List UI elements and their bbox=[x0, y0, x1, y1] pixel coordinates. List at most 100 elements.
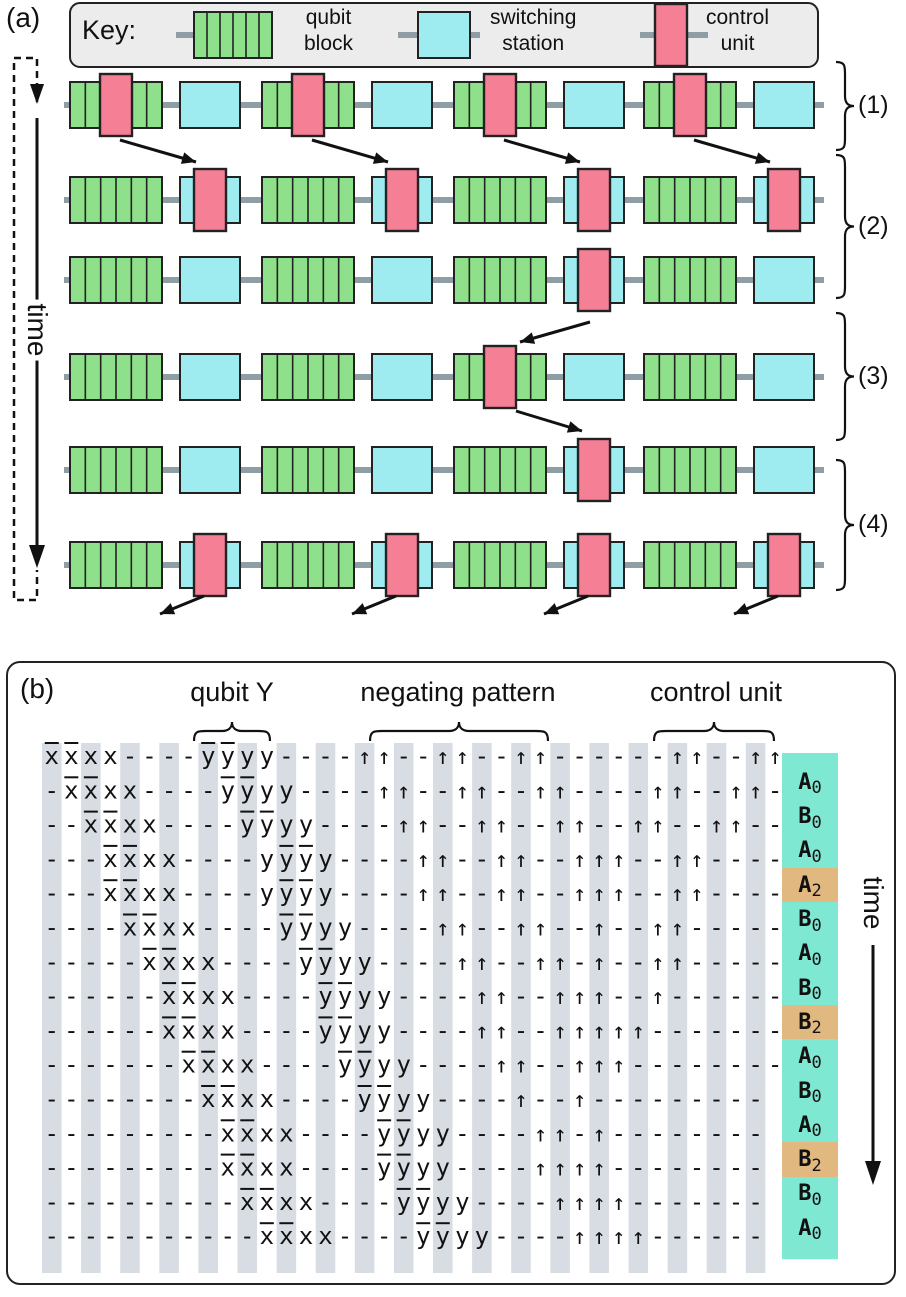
pattern-char: x bbox=[64, 742, 78, 770]
pattern-char: - bbox=[103, 1154, 117, 1182]
pattern-char: - bbox=[162, 1051, 176, 1079]
pattern-char: - bbox=[748, 811, 762, 839]
pattern-char: - bbox=[299, 742, 313, 770]
pattern-char: - bbox=[396, 982, 410, 1010]
pattern-char: - bbox=[475, 742, 489, 770]
pattern-char: - bbox=[553, 914, 567, 942]
pattern-char: - bbox=[123, 1154, 137, 1182]
pattern-char: y bbox=[318, 1016, 332, 1044]
pattern-char: - bbox=[84, 1119, 98, 1147]
pattern-char: - bbox=[299, 1085, 313, 1113]
pattern-char: ↑ bbox=[417, 882, 430, 907]
pattern-char: ↑ bbox=[671, 779, 684, 804]
pattern-char: x bbox=[260, 1188, 274, 1216]
pattern-char: - bbox=[572, 914, 586, 942]
pattern-char: ↑ bbox=[553, 1157, 566, 1182]
pattern-char: - bbox=[220, 811, 234, 839]
pattern-char: y bbox=[338, 914, 352, 942]
pattern-char: - bbox=[142, 742, 156, 770]
pattern-char: - bbox=[64, 879, 78, 907]
arrow-head-icon bbox=[544, 603, 560, 615]
panel-b-label: (b) bbox=[20, 673, 55, 704]
pattern-char: ↑ bbox=[553, 1122, 566, 1147]
pattern-char: - bbox=[240, 1222, 254, 1250]
pattern-char: y bbox=[299, 914, 313, 942]
column-stripe bbox=[472, 743, 492, 1273]
annotation-brace bbox=[192, 721, 272, 742]
pattern-char: - bbox=[592, 1085, 606, 1113]
pattern-char: - bbox=[455, 845, 469, 873]
pattern-char: x bbox=[142, 811, 156, 839]
pattern-char: - bbox=[396, 879, 410, 907]
pattern-char: - bbox=[299, 1154, 313, 1182]
pattern-char: ↑ bbox=[573, 848, 586, 873]
pattern-char: - bbox=[299, 1119, 313, 1147]
pattern-char: x bbox=[201, 1016, 215, 1044]
control-unit bbox=[672, 72, 708, 138]
pattern-char: y bbox=[455, 1222, 469, 1250]
arrow-head-icon bbox=[520, 332, 536, 344]
pattern-char: - bbox=[631, 948, 645, 976]
pattern-char: y bbox=[455, 1188, 469, 1216]
pattern-char: - bbox=[416, 914, 430, 942]
pattern-char: - bbox=[436, 776, 450, 804]
control-unit bbox=[576, 437, 612, 503]
pattern-char: - bbox=[142, 1188, 156, 1216]
pattern-char: ↑ bbox=[397, 779, 410, 804]
arrow-head-icon bbox=[352, 603, 368, 615]
switching-station bbox=[753, 353, 815, 401]
pattern-char: - bbox=[201, 776, 215, 804]
pattern-char: - bbox=[572, 948, 586, 976]
pattern-char: x bbox=[240, 1119, 254, 1147]
pattern-char: - bbox=[514, 1016, 528, 1044]
pattern-char: x bbox=[123, 914, 137, 942]
pattern-char: - bbox=[533, 1188, 547, 1216]
pattern-char: - bbox=[748, 1085, 762, 1113]
pattern-char: - bbox=[729, 1222, 743, 1250]
pattern-char: - bbox=[670, 1188, 684, 1216]
step-label-1: (1) bbox=[858, 91, 889, 119]
column-stripe bbox=[628, 743, 649, 1273]
pattern-char: - bbox=[651, 742, 665, 770]
pattern-char: x bbox=[142, 845, 156, 873]
pattern-char: - bbox=[162, 776, 176, 804]
pattern-char: y bbox=[338, 982, 352, 1010]
pattern-char: y bbox=[436, 1188, 450, 1216]
pattern-char: ↑ bbox=[436, 917, 449, 942]
column-stripe bbox=[276, 743, 297, 1273]
column-stripe bbox=[159, 743, 179, 1273]
pattern-char: y bbox=[318, 914, 332, 942]
pattern-char: - bbox=[690, 982, 704, 1010]
pattern-char: - bbox=[768, 776, 782, 804]
pattern-char: - bbox=[611, 982, 625, 1010]
pattern-char: x bbox=[240, 1085, 254, 1113]
pattern-char: - bbox=[338, 1188, 352, 1216]
pattern-char: - bbox=[553, 1222, 567, 1250]
pattern-char: - bbox=[631, 914, 645, 942]
pattern-char: y bbox=[279, 914, 293, 942]
pattern-char: - bbox=[181, 811, 195, 839]
pattern-char: - bbox=[670, 811, 684, 839]
switching-station bbox=[179, 446, 241, 494]
pattern-char: y bbox=[299, 811, 313, 839]
pattern-char: - bbox=[631, 776, 645, 804]
pattern-char: y bbox=[357, 1085, 371, 1113]
pattern-char: x bbox=[142, 879, 156, 907]
pattern-char: - bbox=[201, 1119, 215, 1147]
pattern-char: ↑ bbox=[612, 1225, 625, 1250]
pattern-char: y bbox=[416, 1119, 430, 1147]
pattern-char: - bbox=[45, 982, 59, 1010]
pattern-char: - bbox=[45, 1085, 59, 1113]
pattern-char: x bbox=[220, 982, 234, 1010]
pattern-char: - bbox=[416, 1051, 430, 1079]
pattern-char: x bbox=[181, 914, 195, 942]
pattern-char: - bbox=[514, 1222, 528, 1250]
pattern-char: ↑ bbox=[612, 1191, 625, 1216]
